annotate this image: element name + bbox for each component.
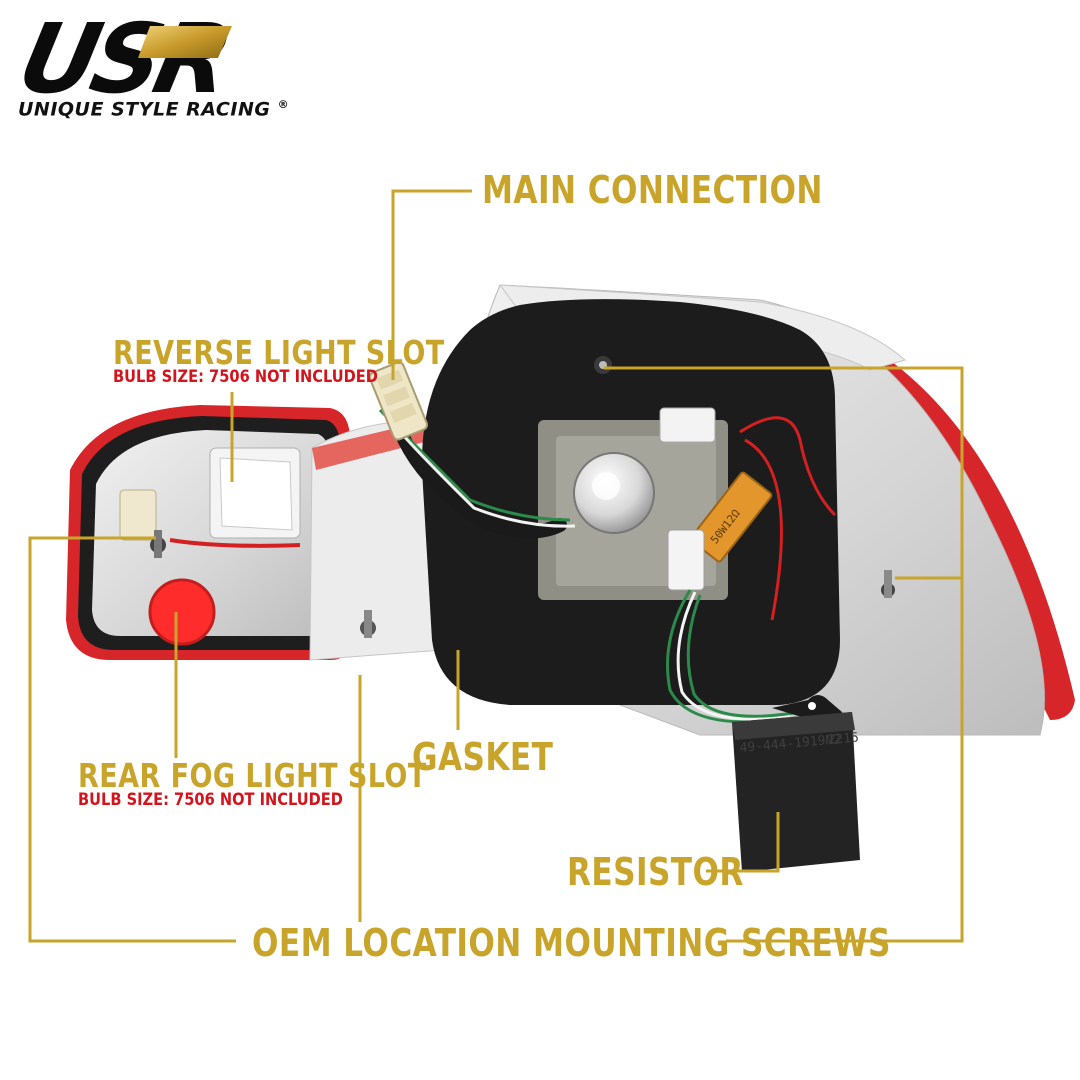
mounting-screws-label: OEM LOCATION MOUNTING SCREWS — [252, 921, 891, 965]
trunk-lamp-housing — [66, 405, 443, 661]
rear-fog-light-slot-label: REAR FOG LIGHT SLOT — [78, 756, 427, 795]
reverse-light-slot-label: REVERSE LIGHT SLOT — [113, 333, 445, 372]
main-connector — [368, 361, 429, 441]
fog-bulb-note: BULB SIZE: 7506 NOT INCLUDED — [78, 790, 343, 810]
gasket-label: GASKET — [412, 735, 554, 779]
main-connection-label: MAIN CONNECTION — [482, 168, 823, 212]
resistor-label: RESISTOR — [567, 850, 744, 894]
quarter-lamp-housing: 50W12Ω — [378, 284, 1075, 736]
svg-text:USR: USR — [10, 3, 237, 115]
load-resistor: 50W12Ω — [689, 471, 773, 563]
resistor-box: 49-444-1919N2 2215 — [732, 695, 860, 872]
svg-text:2215: 2215 — [827, 730, 860, 748]
brand-logo: USR — [10, 3, 237, 115]
brand-tagline: UNIQUE STYLE RACING ® — [18, 98, 290, 121]
callout-leader-lines — [28, 189, 964, 943]
reverse-bulb-note: BULB SIZE: 7506 NOT INCLUDED — [113, 367, 378, 387]
